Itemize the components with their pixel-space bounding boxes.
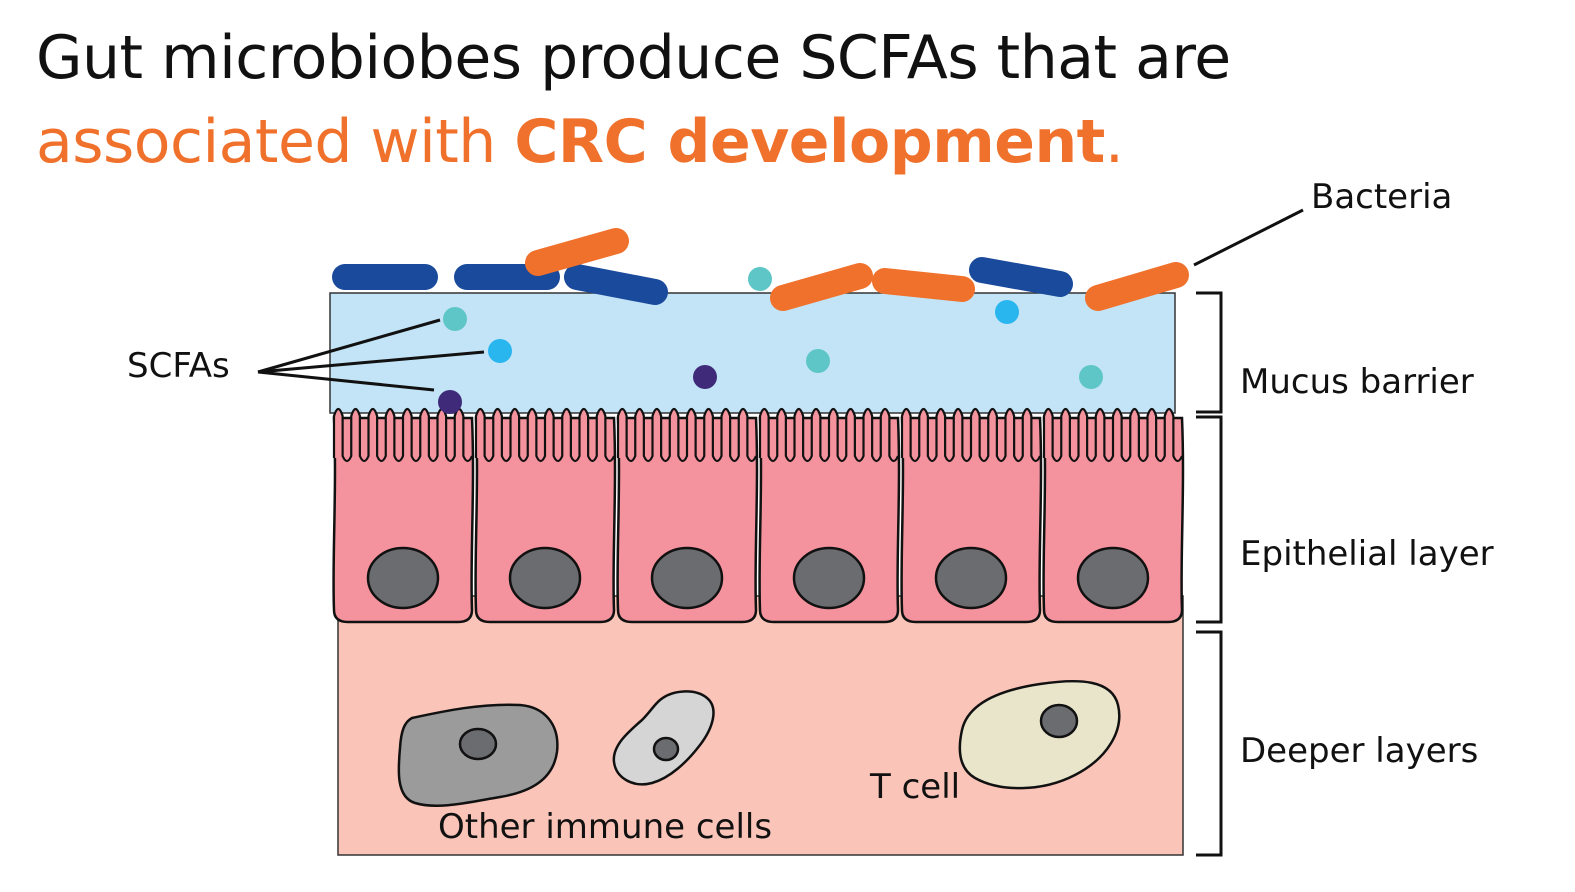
- scfa-teal: [443, 307, 467, 331]
- microvilli: [900, 407, 1042, 463]
- scfa-blue: [995, 300, 1019, 324]
- cell-nucleus: [650, 546, 724, 610]
- cell-nucleus: [1076, 546, 1150, 610]
- title-line-2: associated with CRC development.: [36, 107, 1124, 177]
- bacterium-blue: [564, 264, 668, 305]
- microvilli: [474, 407, 616, 463]
- cell-nucleus: [508, 546, 582, 610]
- other-immune-cells-label: Other immune cells: [438, 807, 772, 847]
- scfa-teal: [748, 267, 772, 291]
- scfa-leader-line: [257, 318, 441, 374]
- t-cell-label: T cell: [869, 767, 960, 807]
- title-line-2-end: .: [1104, 107, 1124, 177]
- bacteria-label: Bacteria: [1311, 177, 1452, 217]
- deeper-bracket: [1196, 630, 1223, 857]
- scfa-leader-line: [257, 350, 485, 374]
- scfa-blue: [488, 339, 512, 363]
- title-line-2-regular: associated with: [36, 107, 515, 177]
- scfa-teal: [806, 349, 830, 373]
- microvilli: [1042, 407, 1184, 463]
- microvilli: [332, 407, 474, 463]
- bacterium-orange: [525, 228, 629, 276]
- epithelial-layer-label: Epithelial layer: [1240, 534, 1494, 574]
- title-line-2-bold: CRC development: [514, 107, 1105, 177]
- immune-cell-light: [612, 690, 715, 786]
- bacterium-orange: [872, 268, 975, 302]
- cell-nucleus: [366, 546, 440, 610]
- scfa-teal: [1079, 365, 1103, 389]
- epithelial-bracket: [1196, 415, 1223, 624]
- t-cell: [958, 679, 1121, 790]
- microvilli: [616, 407, 758, 463]
- deeper-layers-label: Deeper layers: [1240, 731, 1478, 771]
- scfa-purple: [693, 365, 717, 389]
- bacteria-leader-line: [1193, 208, 1304, 267]
- mucus-barrier-label: Mucus barrier: [1240, 362, 1474, 402]
- diagram-title: Gut microbiobes produce SCFAs that are as…: [36, 16, 1231, 184]
- scfa-molecules: [438, 267, 1103, 414]
- bacteria-group: [332, 228, 1189, 311]
- title-line-1: Gut microbiobes produce SCFAs that are: [36, 23, 1231, 93]
- bacterium-blue: [969, 257, 1073, 297]
- microvilli: [758, 407, 900, 463]
- immune-cell-dark: [397, 703, 559, 807]
- cell-nucleus: [792, 546, 866, 610]
- epithelial-layer: [332, 407, 1185, 624]
- cell-nucleus: [934, 546, 1008, 610]
- bacterium-orange: [770, 263, 873, 311]
- mucus-bracket: [1196, 291, 1223, 414]
- bacterium-orange: [1085, 262, 1189, 311]
- scfas-label: SCFAs: [127, 346, 230, 386]
- scfa-purple: [438, 390, 462, 414]
- scfa-leader-line: [257, 370, 435, 392]
